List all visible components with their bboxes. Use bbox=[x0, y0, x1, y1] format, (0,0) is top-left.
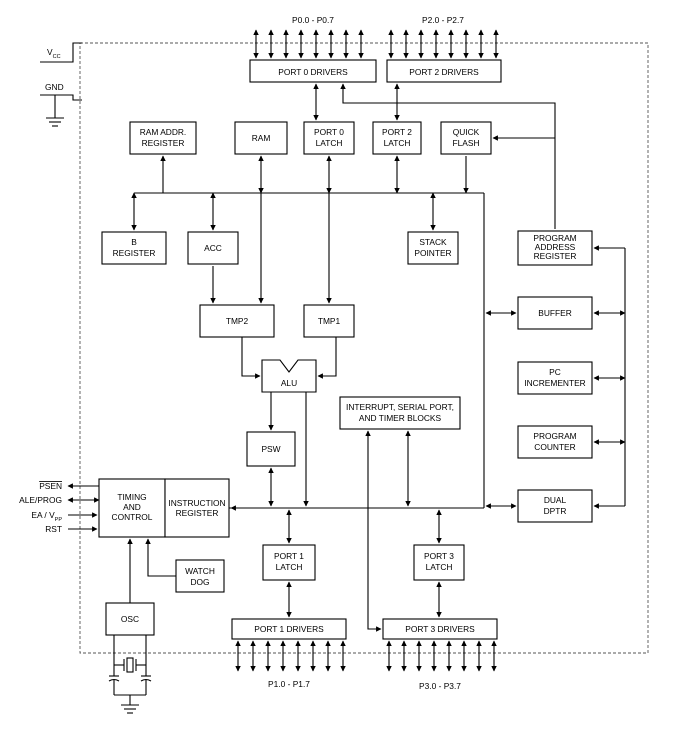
svg-text:FLASH: FLASH bbox=[453, 138, 480, 148]
svg-text:AND TIMER BLOCKS: AND TIMER BLOCKS bbox=[359, 413, 442, 423]
port3-pin-arrows bbox=[386, 640, 497, 672]
port1-drivers-block: PORT 1 DRIVERS bbox=[231, 618, 347, 640]
svg-text:DUAL: DUAL bbox=[544, 495, 567, 505]
svg-text:WATCH: WATCH bbox=[185, 566, 215, 576]
interrupt-serial-timer-block: INTERRUPT, SERIAL PORT, AND TIMER BLOCKS bbox=[339, 396, 461, 430]
ram-addr-register-block: RAM ADDR. REGISTER bbox=[129, 121, 197, 155]
svg-text:PC: PC bbox=[549, 367, 561, 377]
svg-text:RAM: RAM bbox=[252, 133, 271, 143]
ground-icon bbox=[46, 117, 64, 127]
svg-text:LATCH: LATCH bbox=[426, 562, 453, 572]
port1-latch-block: PORT 1 LATCH bbox=[262, 544, 316, 581]
chip-boundary bbox=[79, 42, 649, 654]
control-pin-lines bbox=[67, 483, 100, 532]
svg-text:PORT 2 DRIVERS: PORT 2 DRIVERS bbox=[409, 67, 479, 77]
p2-pins-label: P2.0 - P2.7 bbox=[422, 15, 464, 25]
port2-latch-block: PORT 2 LATCH bbox=[372, 121, 422, 155]
vcc-label: VCC bbox=[47, 47, 61, 60]
psw-block: PSW bbox=[246, 431, 296, 467]
svg-text:ALU: ALU bbox=[281, 378, 297, 388]
svg-text:STACK: STACK bbox=[419, 237, 447, 247]
port3-drivers-block: PORT 3 DRIVERS bbox=[382, 618, 498, 640]
port2-pin-arrows bbox=[388, 29, 499, 59]
svg-text:BUFFER: BUFFER bbox=[538, 308, 572, 318]
port0-drivers-block: PORT 0 DRIVERS bbox=[249, 59, 377, 83]
svg-text:TIMING: TIMING bbox=[117, 492, 146, 502]
svg-text:PORT 0 DRIVERS: PORT 0 DRIVERS bbox=[278, 67, 348, 77]
port1-pin-arrows bbox=[235, 640, 346, 672]
svg-text:LATCH: LATCH bbox=[384, 138, 411, 148]
svg-text:QUICK: QUICK bbox=[453, 127, 480, 137]
svg-text:OSC: OSC bbox=[121, 614, 139, 624]
svg-text:PORT 1 DRIVERS: PORT 1 DRIVERS bbox=[254, 624, 324, 634]
svg-text:PSW: PSW bbox=[261, 444, 280, 454]
svg-text:PROGRAM: PROGRAM bbox=[533, 431, 576, 441]
svg-text:INSTRUCTION: INSTRUCTION bbox=[168, 498, 225, 508]
svg-text:REGISTER: REGISTER bbox=[534, 251, 577, 261]
watchdog-block: WATCH DOG bbox=[175, 559, 225, 593]
quick-flash-block: QUICK FLASH bbox=[440, 121, 492, 155]
alu-block: ALU bbox=[261, 359, 317, 393]
psen-label: PSEN bbox=[39, 481, 62, 491]
p0-pins-label: P0.0 - P0.7 bbox=[292, 15, 334, 25]
svg-text:ACC: ACC bbox=[204, 243, 222, 253]
svg-text:INCREMENTER: INCREMENTER bbox=[524, 378, 585, 388]
svg-text:TMP1: TMP1 bbox=[318, 316, 341, 326]
rst-label: RST bbox=[45, 524, 62, 534]
ea-vpp-label: EA / VPP bbox=[31, 510, 62, 523]
svg-text:REGISTER: REGISTER bbox=[142, 138, 185, 148]
stack-pointer-block: STACK POINTER bbox=[407, 231, 459, 265]
gnd-label: GND bbox=[45, 82, 64, 92]
dual-dptr-block: DUAL DPTR bbox=[517, 489, 593, 523]
port2-drivers-block: PORT 2 DRIVERS bbox=[386, 59, 502, 83]
svg-text:PORT 0: PORT 0 bbox=[314, 127, 344, 137]
osc-block: OSC bbox=[105, 602, 155, 636]
svg-text:COUNTER: COUNTER bbox=[534, 442, 575, 452]
svg-text:REGISTER: REGISTER bbox=[176, 508, 219, 518]
port0-pin-arrows bbox=[253, 29, 364, 59]
svg-text:PROGRAM: PROGRAM bbox=[533, 233, 576, 243]
acc-block: ACC bbox=[187, 231, 239, 265]
svg-text:INTERRUPT, SERIAL PORT,: INTERRUPT, SERIAL PORT, bbox=[346, 402, 454, 412]
svg-text:POINTER: POINTER bbox=[414, 248, 451, 258]
internal-bus-wires bbox=[127, 83, 626, 632]
svg-text:TMP2: TMP2 bbox=[226, 316, 249, 326]
svg-text:ADDRESS: ADDRESS bbox=[535, 242, 576, 252]
svg-text:REGISTER: REGISTER bbox=[113, 248, 156, 258]
program-address-register-block: PROGRAM ADDRESS REGISTER bbox=[517, 230, 593, 266]
crystal-icon bbox=[108, 635, 152, 705]
svg-text:B: B bbox=[131, 237, 137, 247]
svg-text:AND: AND bbox=[123, 502, 141, 512]
b-register-block: B REGISTER bbox=[101, 231, 167, 265]
p3-pins-label: P3.0 - P3.7 bbox=[419, 681, 461, 691]
p1-pins-label: P1.0 - P1.7 bbox=[268, 679, 310, 689]
ale-prog-label: ALE/PROG bbox=[19, 495, 62, 505]
tmp2-block: TMP2 bbox=[199, 304, 275, 338]
buffer-block: BUFFER bbox=[517, 296, 593, 330]
tmp1-block: TMP1 bbox=[303, 304, 355, 338]
svg-text:DOG: DOG bbox=[190, 577, 209, 587]
pc-incrementer-block: PC INCREMENTER bbox=[517, 361, 593, 395]
svg-text:RAM ADDR.: RAM ADDR. bbox=[140, 127, 187, 137]
instruction-register-block: INSTRUCTION REGISTER bbox=[164, 478, 230, 538]
svg-text:CONTROL: CONTROL bbox=[112, 512, 153, 522]
crystal-ground-icon bbox=[121, 704, 139, 714]
port3-latch-block: PORT 3 LATCH bbox=[413, 544, 465, 581]
timing-and-control-block: TIMING AND CONTROL bbox=[98, 478, 166, 538]
svg-text:PORT 3 DRIVERS: PORT 3 DRIVERS bbox=[405, 624, 475, 634]
port0-latch-block: PORT 0 LATCH bbox=[303, 121, 355, 155]
svg-text:DPTR: DPTR bbox=[544, 506, 567, 516]
svg-text:PORT 2: PORT 2 bbox=[382, 127, 412, 137]
svg-text:LATCH: LATCH bbox=[276, 562, 303, 572]
program-counter-block: PROGRAM COUNTER bbox=[517, 425, 593, 459]
svg-text:PORT 3: PORT 3 bbox=[424, 551, 454, 561]
vcc-line bbox=[40, 42, 82, 63]
ram-block: RAM bbox=[234, 121, 288, 155]
svg-text:LATCH: LATCH bbox=[316, 138, 343, 148]
gnd-line bbox=[40, 94, 82, 101]
svg-text:PORT 1: PORT 1 bbox=[274, 551, 304, 561]
